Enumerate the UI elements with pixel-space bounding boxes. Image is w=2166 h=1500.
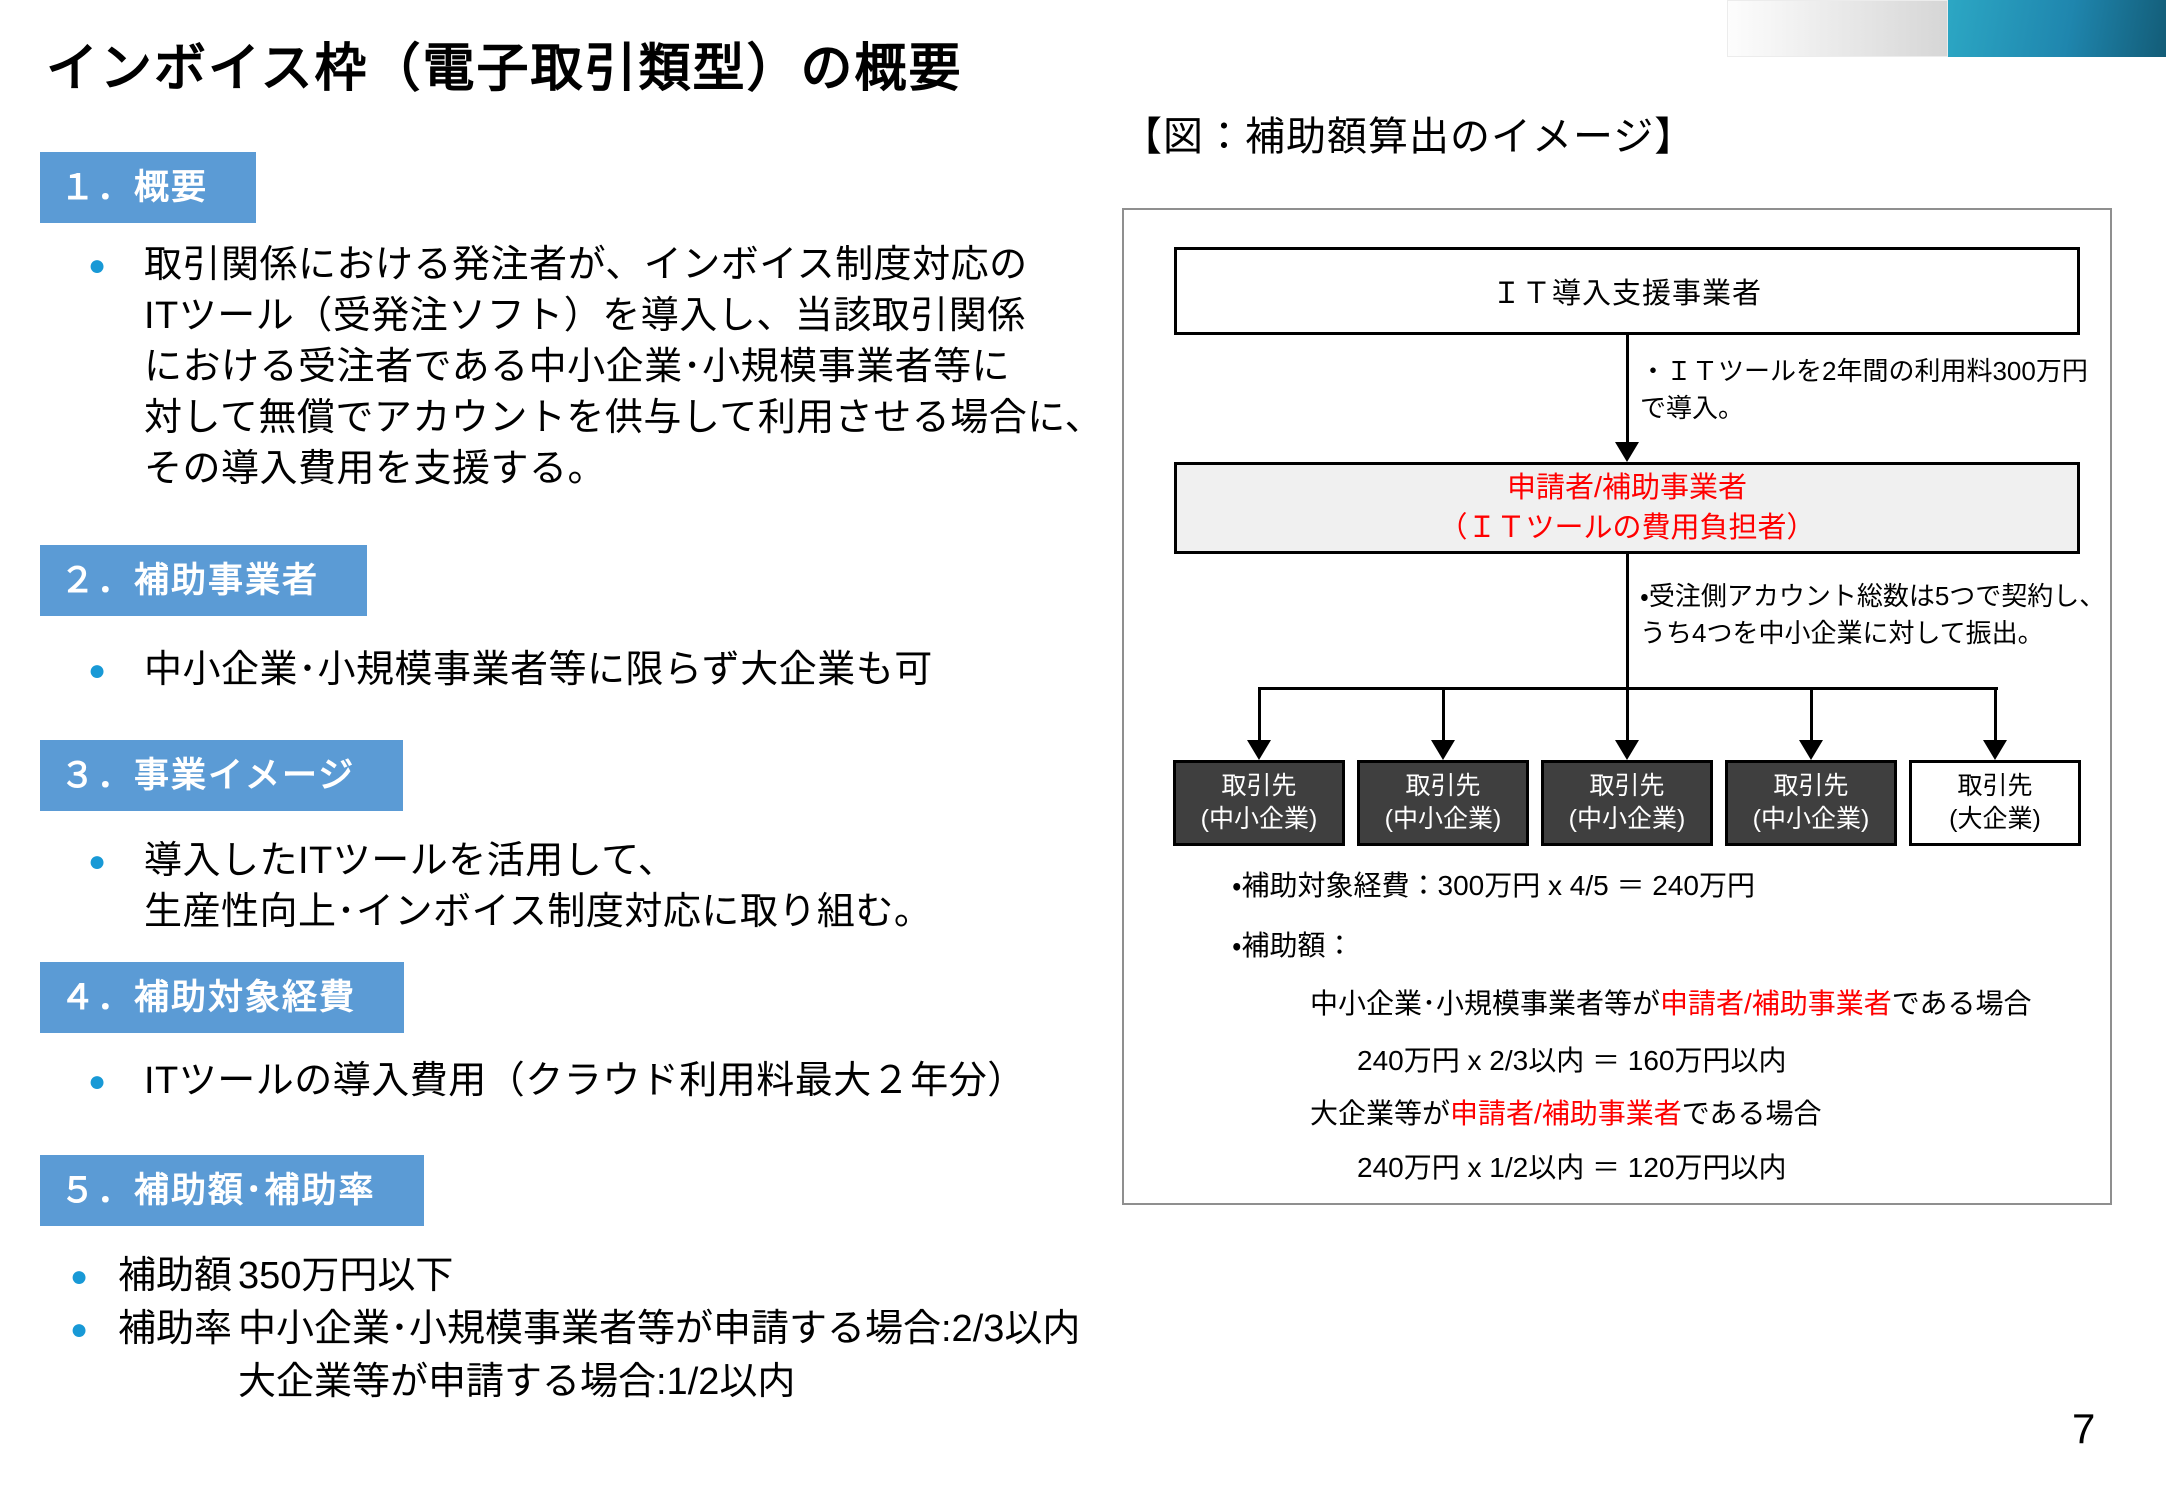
arrow-line [1258,687,1261,743]
arrow-head-icon [1799,740,1823,760]
note-accounts: ・受注側アカウント総数は5つで契約し、 うち4つを中小企業に対して振出。 [1640,581,2106,648]
subsidy-rate-value-large: 大企業等が申請する場合:1/2以内 [238,1361,796,1403]
list-item: ● 導入したITツールを活用して、 生産性向上･インボイス制度対応に取り組む。 [88,836,1118,938]
bullet-line: における受注者である中小企業･小規模事業者等に [144,346,1011,388]
list-item: ● 取引関係における発注者が、インボイス制度対応の ITツール（受発注ソフト）を… [88,240,1118,495]
arrow-head-icon [1431,740,1455,760]
bullet-spacer [70,1356,118,1409]
section-heading: ４．補助対象経費 [40,962,405,1033]
list-item: ● 補助額 350万円以下 [70,1250,1100,1303]
partner-box-sme: 取引先 (中小企業) [1541,760,1713,846]
bullet-line: 対して無償でアカウントを供与して利用させる場合に、 [144,397,1104,439]
page-title: インボイス枠（電子取引類型）の概要 [46,40,963,98]
section-heading: ５．補助額･補助率 [40,1155,424,1226]
bullet-dot-icon: ● [70,1313,89,1346]
section-3-business-image: ３．事業イメージ ● 導入したITツールを活用して、 生産性向上･インボイス制度… [40,740,932,933]
calc-subsidy-label: ・補助額： [1232,930,1354,961]
bullet-dot-icon: ● [70,1260,89,1293]
figure-caption: 【図：補助額算出のイメージ】 [1122,115,1696,159]
highlighted-text: 申請者/補助事業者 [1660,988,1892,1019]
bullet-line: 生産性向上･インボイス制度対応に取り組む。 [144,891,933,933]
subsidy-rate-value-sme: 中小企業･小規模事業者等が申請する場合:2/3以内 [238,1308,1081,1350]
arrow-head-icon [1983,740,2007,760]
it-vendor-box: ＩＴ導入支援事業者 [1174,247,2080,335]
partner-box-large-enterprise: 取引先 (大企業) [1909,760,2081,846]
accent-bar [1727,0,2166,57]
accent-bar-gray-segment [1727,0,1948,57]
section-heading: ２．補助事業者 [40,545,368,616]
partner-box-sme: 取引先 (中小企業) [1357,760,1529,846]
section-2-eligible-business: ２．補助事業者 ● 中小企業･小規模事業者等に限らず大企業も可 [40,545,932,691]
calc-case-large: 大企業等が申請者/補助事業者である場合 [1310,1098,1822,1129]
list-item: ● ITツールの導入費用（クラウド利用料最大２年分） [88,1056,1118,1107]
subsidy-amount-value: 350万円以下 [238,1255,454,1297]
list-item: 大企業等が申請する場合:1/2以内 [70,1356,1100,1409]
calc-case-large-amount: 240万円 x 1/2以内 ＝ 120万円以内 [1357,1152,1787,1183]
section-heading: １．概要 [40,152,257,223]
calc-case-sme-amount: 240万円 x 2/3以内 ＝ 160万円以内 [1357,1045,1787,1076]
bullet-line: 中小企業･小規模事業者等に限らず大企業も可 [144,649,933,691]
label-spacer [118,1356,238,1409]
highlighted-text: 申請者/補助事業者 [1450,1098,1682,1129]
arrow-line [1626,335,1629,445]
subsidy-amount-label: 補助額 [118,1255,233,1297]
bullet-line: ITツールの導入費用（クラウド利用料最大２年分） [144,1060,1026,1102]
bullet-dot-icon: ● [88,845,107,878]
arrow-head-icon [1615,740,1639,760]
arrow-line [1994,687,1997,743]
partner-box-sme: 取引先 (中小企業) [1725,760,1897,846]
section-4-eligible-expenses: ４．補助対象経費 ● ITツールの導入費用（クラウド利用料最大２年分） [40,962,1025,1102]
list-item: ● 中小企業･小規模事業者等に限らず大企業も可 [88,645,1118,696]
bullet-line: 導入したITツールを活用して、 [144,840,677,882]
applicant-box: 申請者/補助事業者 （ＩＴツールの費用負担者） [1174,462,2080,554]
list-item: ● 補助率 中小企業･小規模事業者等が申請する場合:2/3以内 [70,1303,1100,1356]
bullet-dot-icon: ● [88,249,107,282]
arrow-line [1810,687,1813,743]
calc-case-sme: 中小企業･小規模事業者等が申請者/補助事業者である場合 [1310,988,2032,1019]
section-1-overview: １．概要 ● 取引関係における発注者が、インボイス制度対応の ITツール（受発注… [40,152,1103,490]
bullet-line: その導入費用を支援する。 [144,448,607,490]
partner-box-sme: 取引先 (中小企業) [1173,760,1345,846]
calc-eligible-expense: ・補助対象経費：300万円 x 4/5 ＝ 240万円 [1232,870,1755,901]
section-heading: ３．事業イメージ [40,740,404,811]
page-number: 7 [2072,1405,2096,1452]
accent-bar-teal-segment [1948,0,2166,57]
bullet-dot-icon: ● [88,1065,107,1098]
bullet-line: ITツール（受発注ソフト）を導入し、当該取引関係 [144,295,1026,337]
arrow-head-icon [1247,740,1271,760]
arrow-head-icon [1615,442,1639,462]
note-tool-cost: ・ＩＴツールを2年間の利用料300万円 で導入。 [1640,356,2088,423]
section-5-subsidy-amount-rate: ５．補助額･補助率 ● 補助額 350万円以下 ● 補助率 中小企業･小規模事業… [40,1155,1080,1403]
arrow-line [1442,687,1445,743]
bullet-dot-icon: ● [88,654,107,687]
arrow-line [1626,687,1629,743]
connector-line [1626,554,1629,687]
bullet-line: 取引関係における発注者が、インボイス制度対応の [144,244,1028,286]
subsidy-rate-label: 補助率 [118,1308,233,1350]
figure-subsidy-calculation-diagram: ＩＴ導入支援事業者 ・ＩＴツールを2年間の利用料300万円 で導入。 申請者/補… [1122,208,2112,1205]
